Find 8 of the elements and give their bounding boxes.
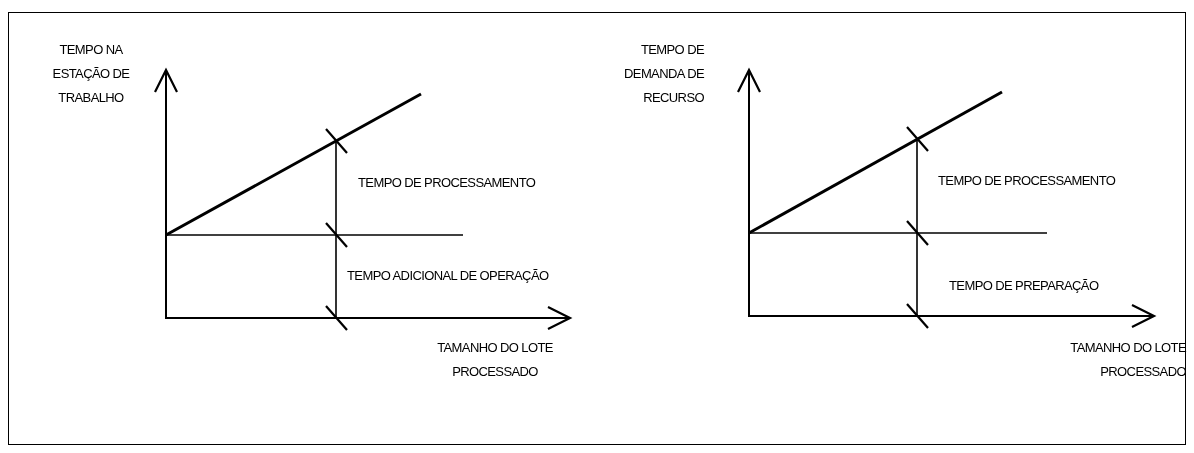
segment-label: TEMPO ADICIONAL DE OPERAÇÃO (347, 267, 550, 285)
axis-label: TAMANHO DO LOTE PROCESSADO (436, 339, 554, 381)
segment-label: TEMPO DE PROCESSAMENTO (938, 172, 1117, 190)
segment-label: TEMPO DE PROCESSAMENTO (358, 174, 537, 192)
axis-label: TAMANHO DO LOTE PROCESSADO (1069, 339, 1186, 381)
segment-label: TEMPO DE PREPARAÇÃO (949, 277, 1100, 295)
axis-label: TEMPO DE DEMANDA DE RECURSO (623, 41, 704, 107)
axis-label: TEMPO NA ESTAÇÃO DE TRABALHO (51, 41, 131, 107)
